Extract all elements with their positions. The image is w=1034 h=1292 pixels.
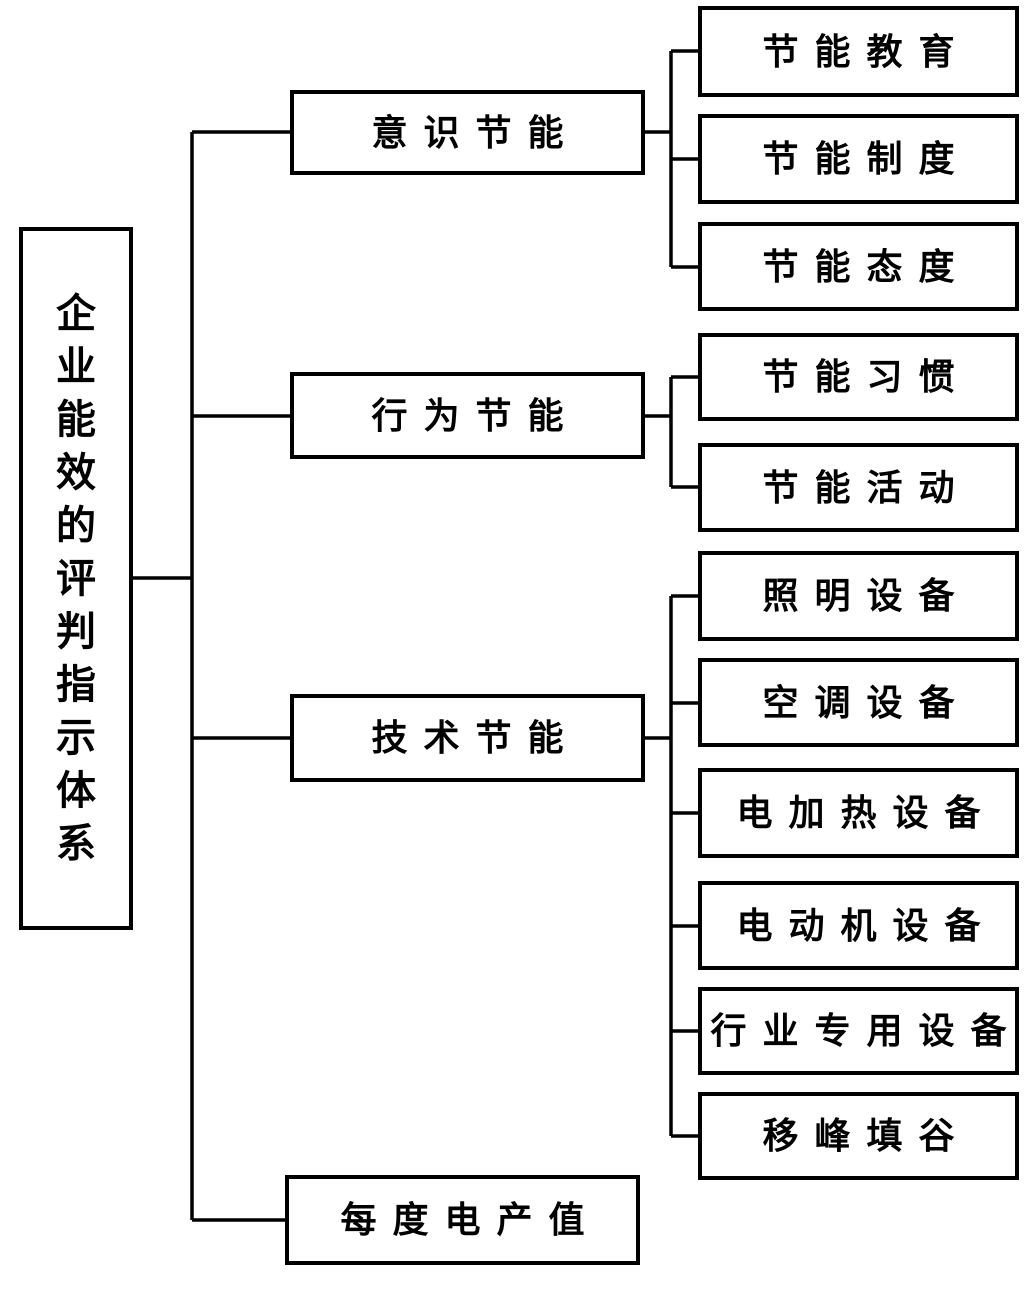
leaf-electric-heating-equipment-label: 电加热设备 <box>736 792 997 834</box>
leaf-industry-specific-equipment: 行业专用设备 <box>698 987 1019 1075</box>
group-awareness-connectors <box>645 49 698 269</box>
leaf-saving-attitude: 节能态度 <box>698 222 1019 311</box>
leaf-saving-system-label: 节能制度 <box>762 138 971 180</box>
leaf-saving-habit-label: 节能习惯 <box>762 356 971 398</box>
leaf-lighting-equipment-label: 照明设备 <box>762 575 971 617</box>
root-connector <box>133 132 194 1220</box>
leaf-saving-system: 节能制度 <box>698 114 1019 204</box>
group-technical-connectors <box>645 594 698 1138</box>
leaf-motor-equipment-label: 电动机设备 <box>736 904 997 947</box>
leaf-motor-equipment: 电动机设备 <box>698 881 1019 970</box>
group-behavior-connectors <box>645 375 698 489</box>
leaf-saving-education-label: 节能教育 <box>762 30 971 73</box>
leaf-saving-activity-label: 节能活动 <box>762 466 971 509</box>
leaf-aircon-equipment-label: 空调设备 <box>762 681 971 724</box>
leaf-aircon-equipment: 空调设备 <box>698 658 1019 747</box>
node-behavior-saving-label: 行为节能 <box>371 394 580 437</box>
leaf-saving-activity: 节能活动 <box>698 443 1019 532</box>
leaf-saving-education: 节能教育 <box>698 6 1019 97</box>
node-behavior-saving: 行为节能 <box>290 372 645 459</box>
leaf-lighting-equipment: 照明设备 <box>698 551 1019 641</box>
node-awareness-saving: 意识节能 <box>290 90 645 175</box>
leaf-electric-heating-equipment: 电加热设备 <box>698 768 1019 858</box>
leaf-peak-shifting-label: 移峰填谷 <box>762 1115 971 1157</box>
leaf-industry-specific-equipment-label: 行业专用设备 <box>710 1010 1023 1052</box>
branch-ticks <box>192 130 290 1222</box>
node-output-per-kwh-label: 每度电产值 <box>340 1199 601 1241</box>
node-technical-saving-label: 技术节能 <box>371 717 580 759</box>
node-root-label: 企业能效的评判指示体系 <box>56 290 96 867</box>
node-output-per-kwh: 每度电产值 <box>285 1175 640 1265</box>
node-awareness-saving-label: 意识节能 <box>371 111 580 154</box>
leaf-saving-habit: 节能习惯 <box>698 333 1019 421</box>
leaf-saving-attitude-label: 节能态度 <box>762 245 971 288</box>
leaf-peak-shifting: 移峰填谷 <box>698 1092 1019 1180</box>
node-technical-saving: 技术节能 <box>290 694 645 782</box>
node-root: 企业能效的评判指示体系 <box>19 227 133 930</box>
